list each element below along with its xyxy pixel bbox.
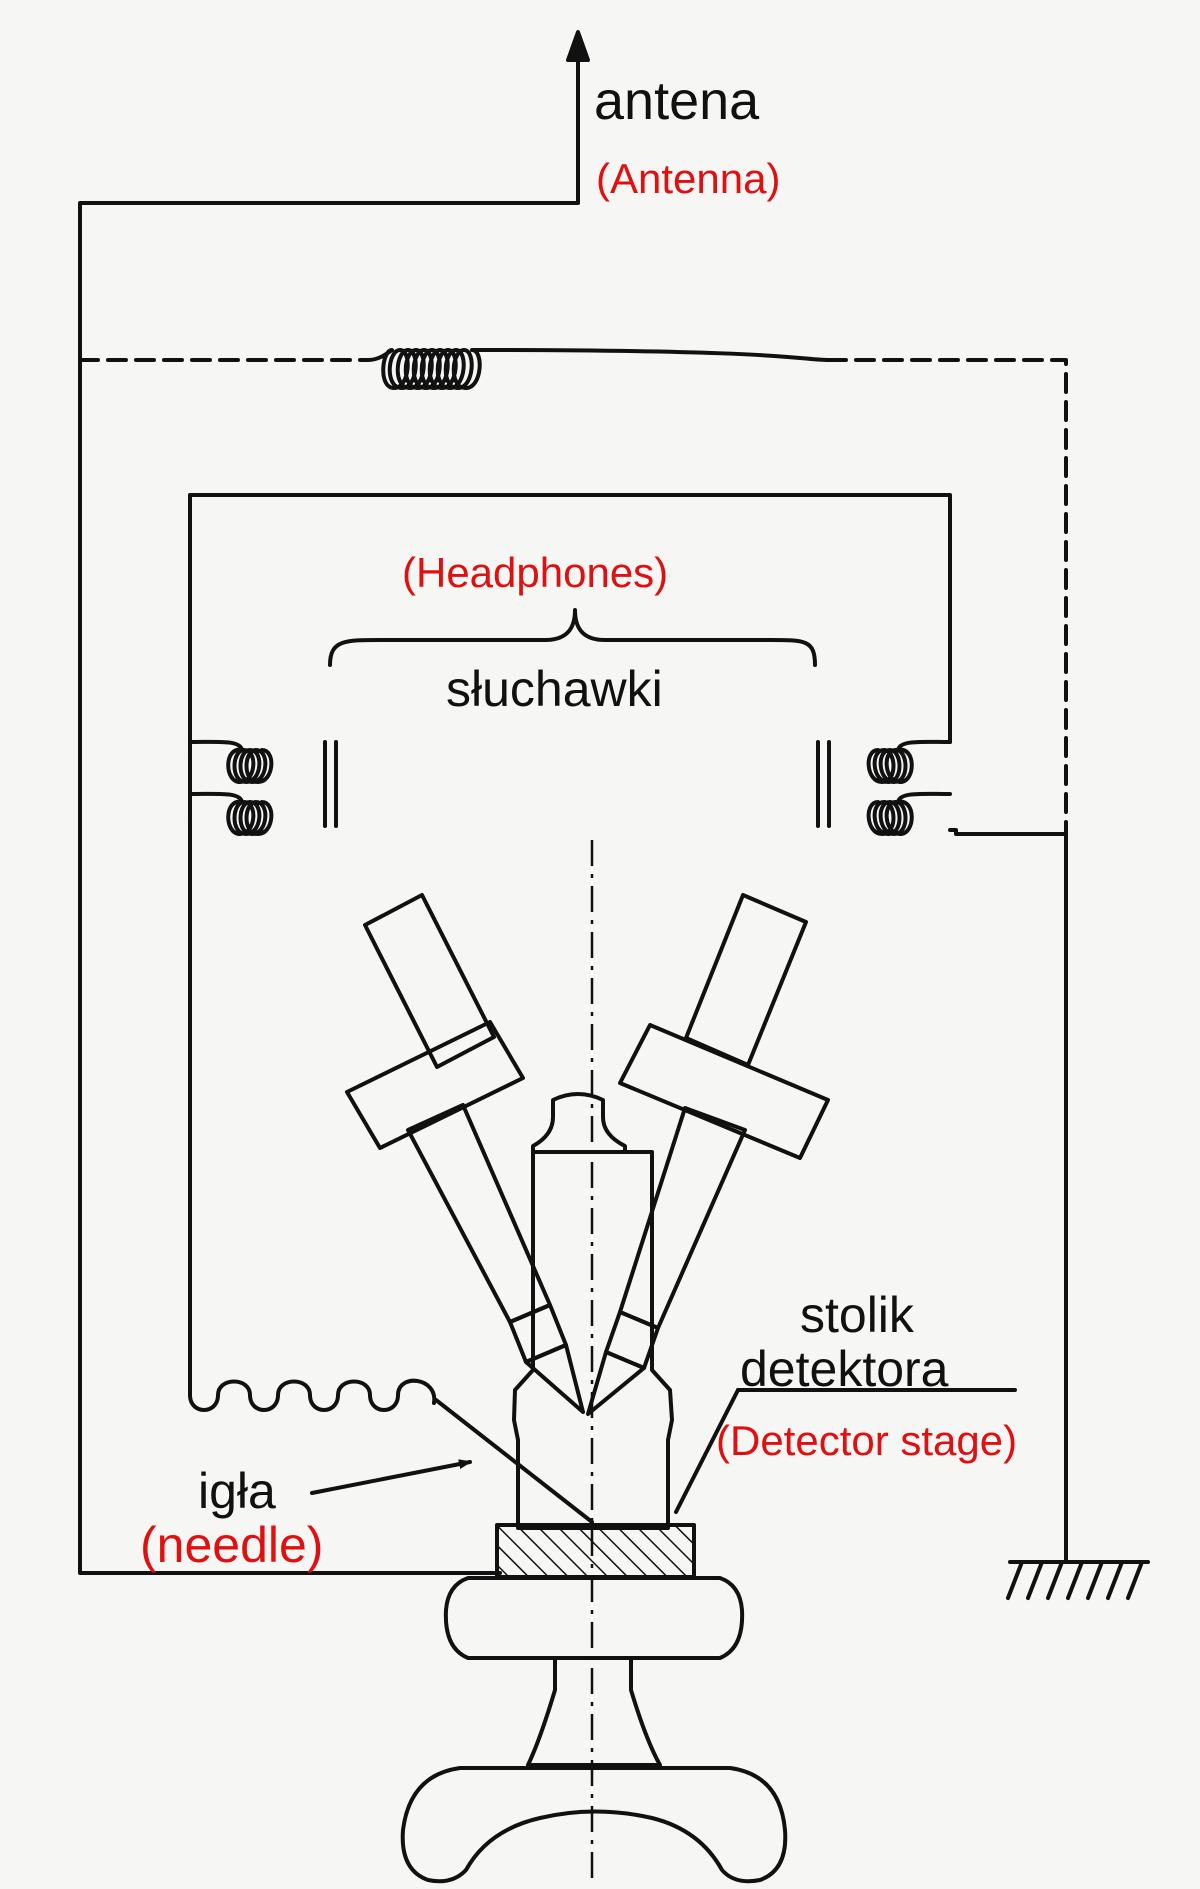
ground-symbol-icon	[1006, 1560, 1150, 1600]
left-arm-upper	[363, 893, 496, 1069]
stage-translation: (Detector stage)	[716, 1417, 1018, 1464]
needle-label: igła	[198, 1463, 276, 1519]
right-arm-upper	[684, 893, 808, 1067]
dashed-wire-right	[826, 358, 1068, 836]
antenna-translation: (Antenna)	[596, 155, 781, 202]
stage-leader	[674, 1388, 740, 1514]
housing-top-cap	[531, 1092, 627, 1154]
headphones-label: słuchawki	[446, 661, 663, 717]
detector-stage	[495, 1523, 696, 1579]
antenna-arrow-icon	[566, 30, 590, 62]
headphone-wire-left	[188, 493, 952, 1397]
headphones-translation: (Headphones)	[402, 549, 669, 596]
base-pedestal	[443, 1576, 745, 1660]
right-headphone-core	[816, 740, 831, 828]
needle-leader	[310, 1459, 472, 1495]
left-headphone-core	[323, 740, 338, 828]
stage-label-line1: stolik	[800, 1287, 914, 1343]
left-headphone-coil	[188, 739, 274, 836]
left-arm-lower	[406, 1103, 552, 1324]
needle-translation: (needle)	[140, 1517, 324, 1573]
tuning-coil	[366, 348, 830, 390]
right-headphone-coil	[866, 739, 1068, 836]
whisker-wavy-lead	[188, 1378, 437, 1412]
left-arm-clamp	[345, 1020, 525, 1150]
right-arm-clamp	[618, 1023, 830, 1160]
stage-label-line2: detektora	[740, 1341, 949, 1397]
antenna-label: antena	[594, 71, 760, 131]
needle-wire	[434, 1398, 594, 1524]
right-arm-lower	[618, 1106, 747, 1330]
antenna-wire	[78, 53, 580, 1575]
right-arm-point	[586, 1350, 646, 1416]
left-arm-point	[524, 1343, 585, 1414]
base-column	[526, 1656, 662, 1767]
left-arm-tip	[508, 1303, 568, 1364]
base-foot	[400, 1766, 788, 1884]
headphones-brace	[328, 608, 817, 667]
